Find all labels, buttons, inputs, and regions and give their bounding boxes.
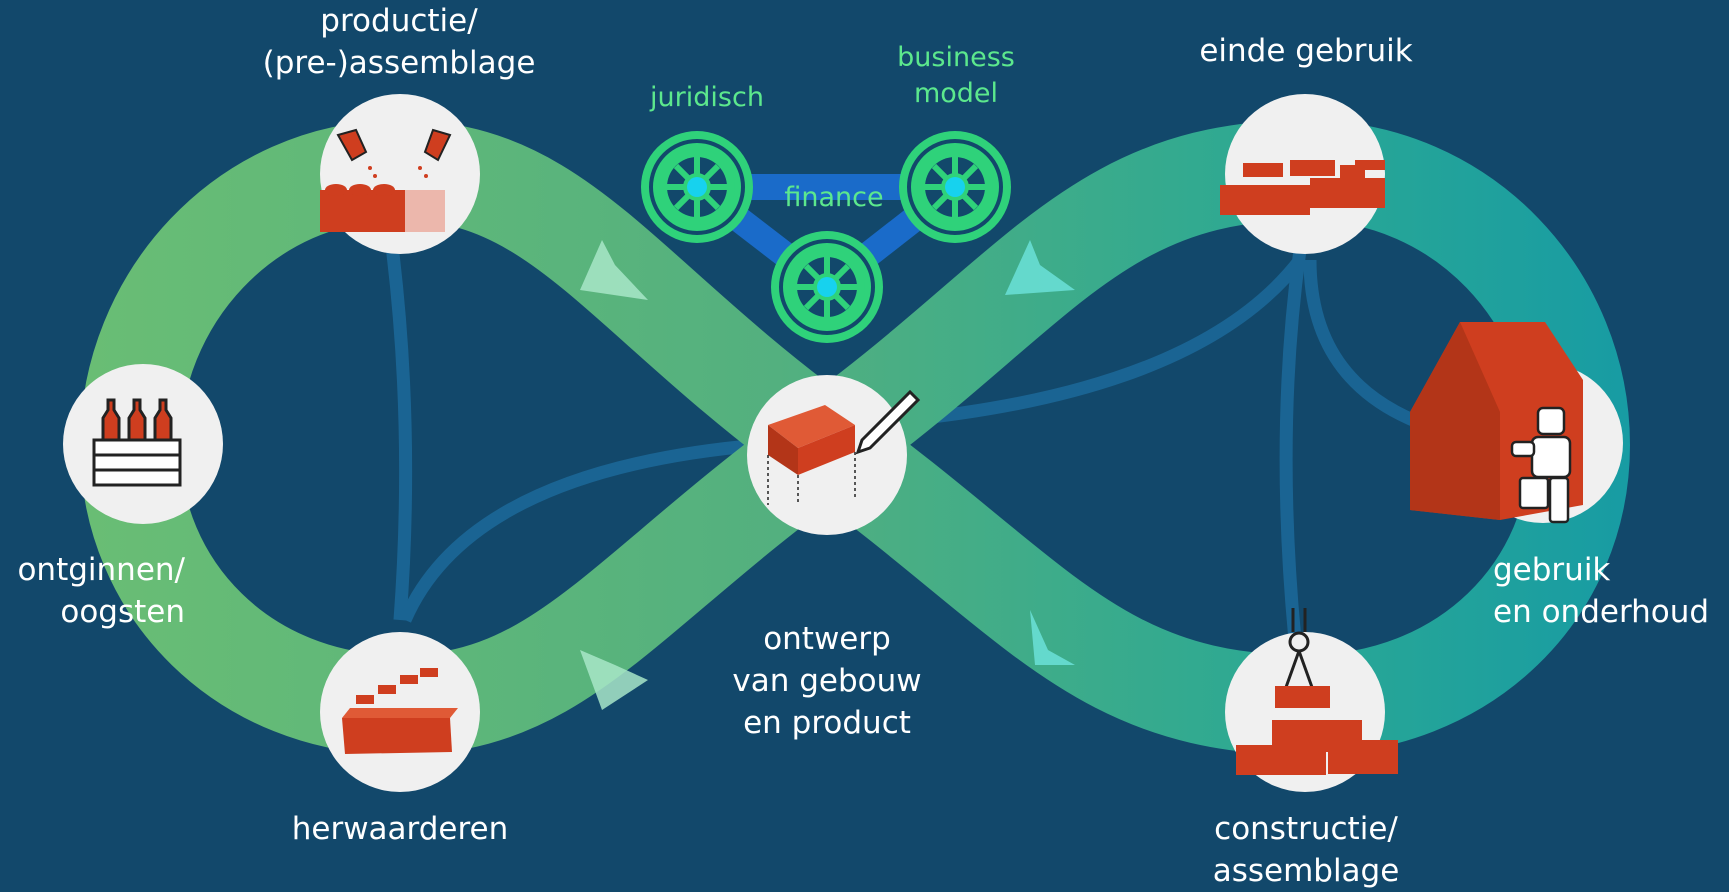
label-use-line-1: gebruik <box>1493 552 1611 588</box>
label-production-line-2: (pre-)assemblage <box>262 45 536 81</box>
label-end-of-use: einde gebruik <box>1199 30 1412 72</box>
brick-sketch-pencil-icon <box>767 389 921 505</box>
gear-icon <box>641 131 753 243</box>
connection-lines <box>383 229 1442 641</box>
label-business-model-line-1: business <box>897 42 1015 73</box>
label-legal-text: juridisch <box>650 82 764 113</box>
label-revaluation: herwaarderen <box>292 808 509 850</box>
arrow-icon <box>1030 610 1075 665</box>
label-revaluation-line-1: herwaarderen <box>291 811 509 847</box>
arrow-icon <box>580 240 648 300</box>
label-design-line-1: ontwerp <box>763 621 891 657</box>
gear-icon <box>771 231 883 343</box>
house-figure-icon <box>1410 322 1583 524</box>
label-design-line-3: en product <box>743 705 911 741</box>
stacked-bricks-icon <box>1220 160 1385 215</box>
label-use-line-2: en onderhoud <box>1493 594 1710 630</box>
label-finance-text: finance <box>784 182 884 213</box>
label-business-model: business model <box>897 40 1015 112</box>
label-end-of-use-line-1: einde gebruik <box>1199 33 1413 69</box>
label-use: gebruik en onderhoud <box>1493 549 1709 633</box>
direction-arrows <box>580 240 1075 710</box>
bottle-crate-icon <box>92 398 182 487</box>
enabler-links <box>684 174 968 300</box>
label-harvesting-line-2: oogsten <box>60 594 185 630</box>
label-harvesting: ontginnen/ oogsten <box>0 549 185 633</box>
label-legal: juridisch <box>650 80 764 116</box>
label-production: productie/ (pre-)assemblage <box>263 0 536 84</box>
arrow-icon <box>1005 240 1075 295</box>
label-design: ontwerp van gebouw en product <box>732 618 921 744</box>
arrow-icon <box>580 650 648 710</box>
label-harvesting-line-1: ontginnen/ <box>17 552 185 588</box>
label-design-line-2: van gebouw <box>732 663 922 699</box>
label-production-line-1: productie/ <box>320 3 478 39</box>
label-construction-line-2: assemblage <box>1212 853 1400 889</box>
gear-icon <box>899 131 1011 243</box>
crane-hook-bricks-icon <box>1236 608 1398 775</box>
label-construction: constructie/ assemblage <box>1213 808 1400 892</box>
bricks-row-icon <box>342 668 458 754</box>
label-finance: finance <box>784 180 883 216</box>
glue-bottles-brick-icon <box>320 128 452 232</box>
label-construction-line-1: constructie/ <box>1214 811 1398 847</box>
label-business-model-line-2: model <box>913 78 999 109</box>
